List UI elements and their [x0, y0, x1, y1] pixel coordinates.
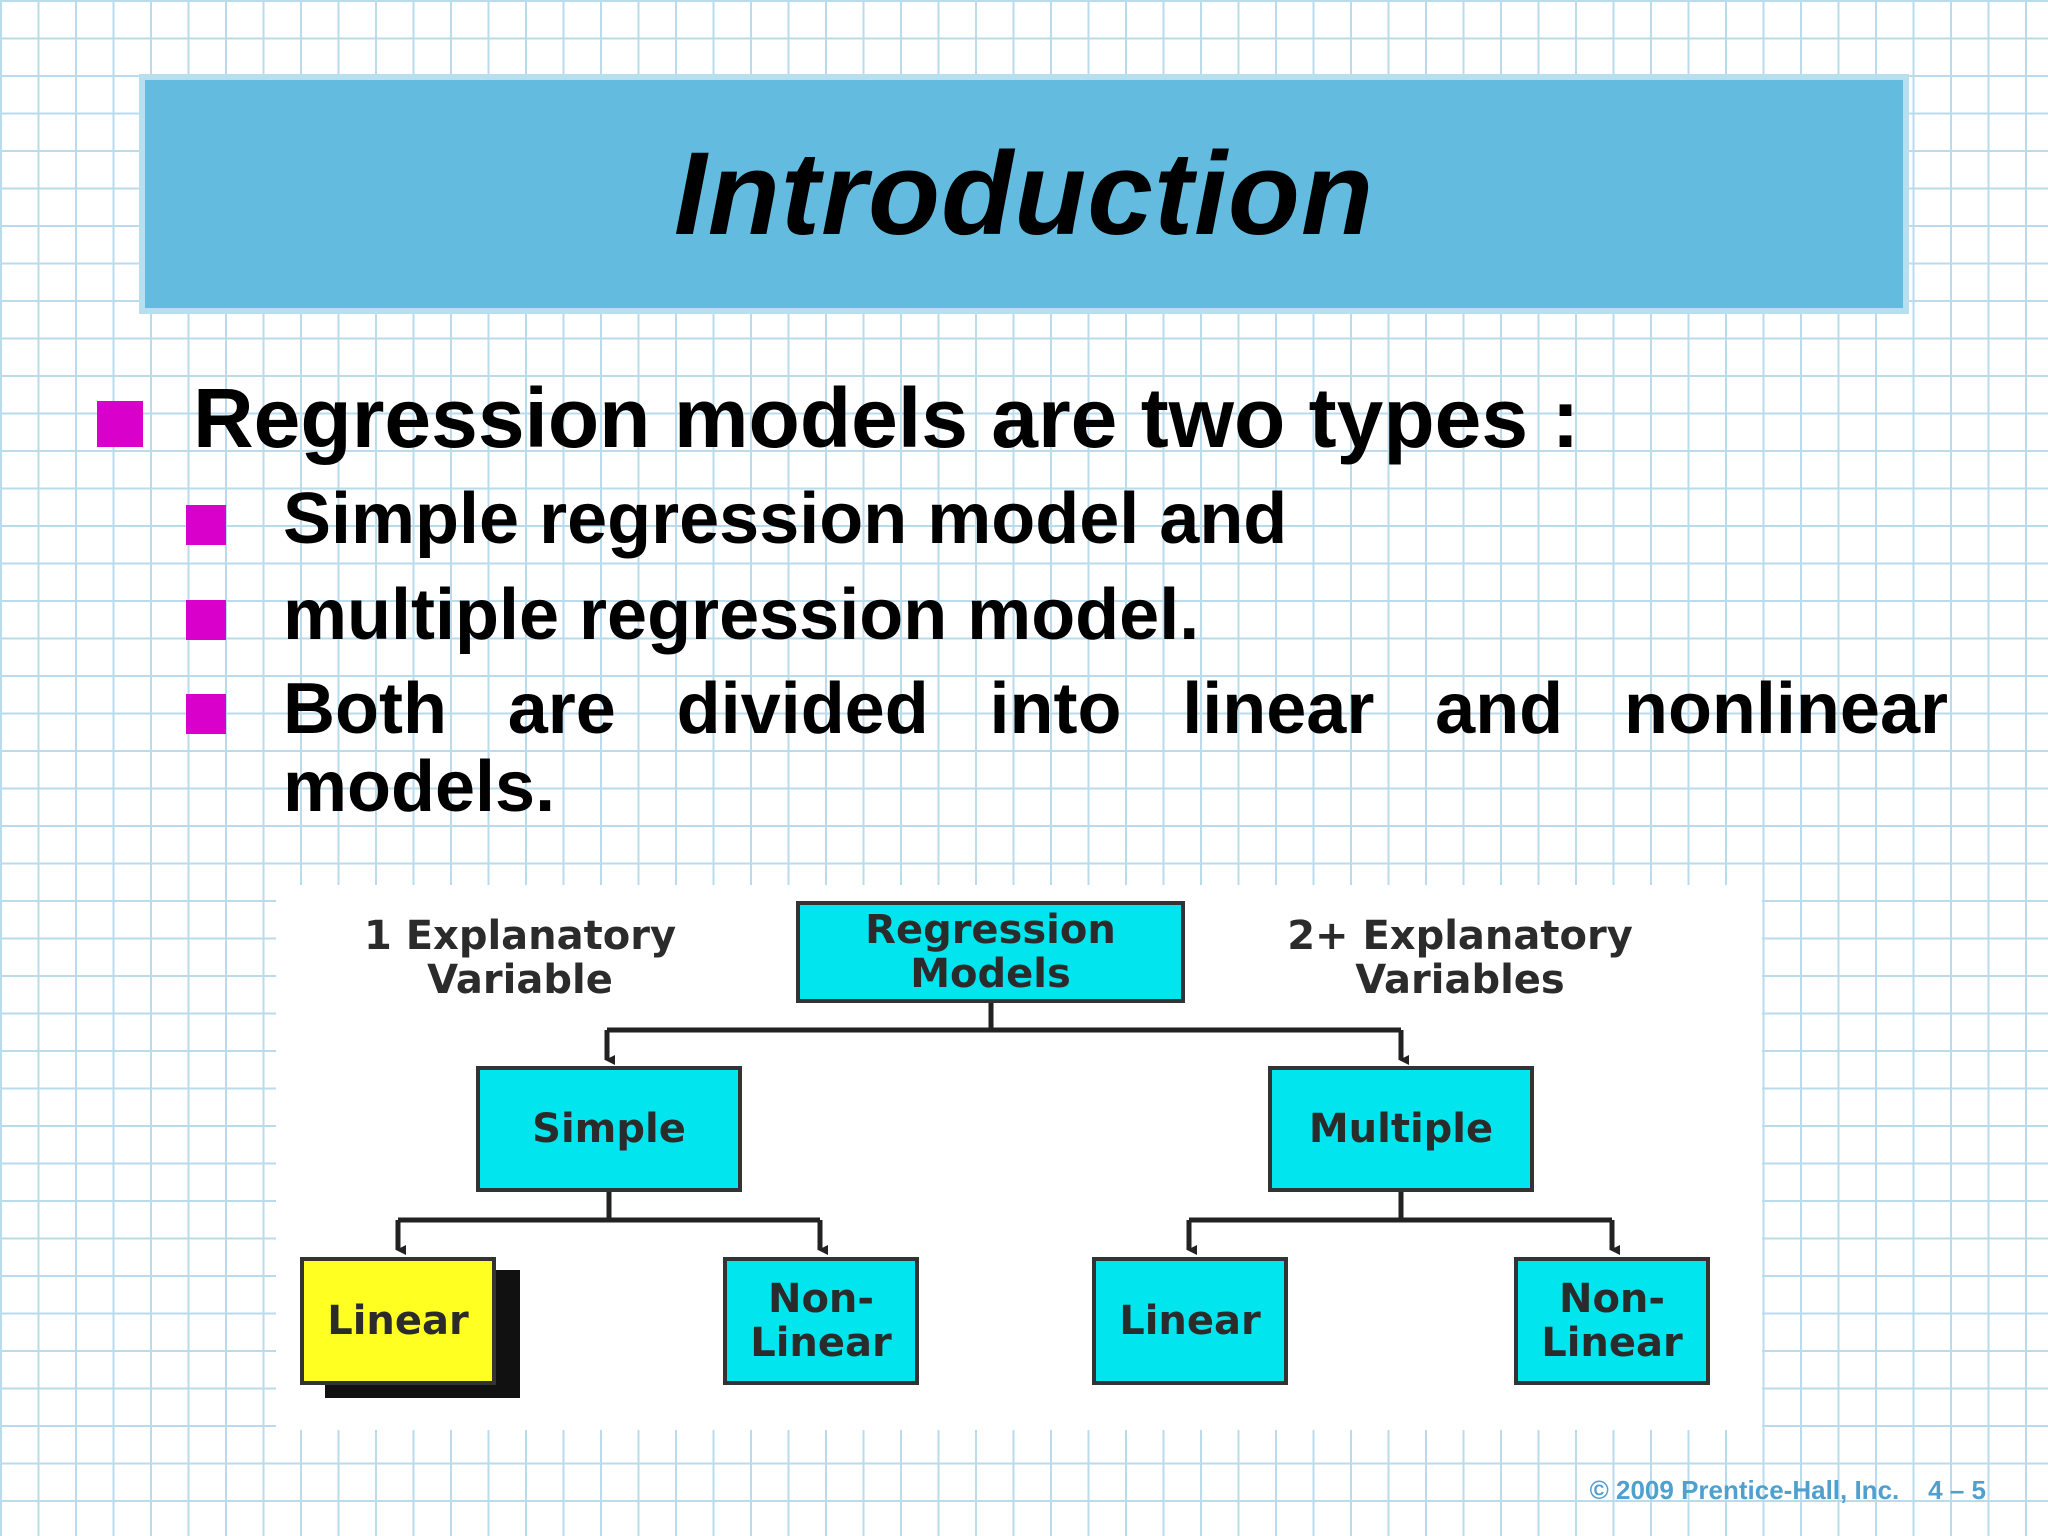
bullet-marker	[186, 694, 226, 734]
main-bullet-text: Regression models are two types :	[193, 371, 1580, 465]
sub-bullet-1: Simple regression model and	[283, 479, 1288, 559]
slide-title: Introduction	[673, 128, 1375, 260]
node-multiple-nonlinear: Non-Linear	[1514, 1257, 1710, 1385]
bullet-marker	[97, 401, 143, 447]
node-simple: Simple	[476, 1066, 742, 1192]
sub-bullet-3: Both are divided into linear and nonline…	[283, 669, 1948, 827]
bullet-marker	[186, 505, 226, 545]
footer-page-number: 4 – 5	[1928, 1475, 1986, 1505]
bullet-marker	[186, 600, 226, 640]
left-branch-label: 1 Explanatory Variable	[363, 913, 677, 1003]
node-simple-nonlinear: Non-Linear	[723, 1257, 919, 1385]
node-simple-linear: Linear	[300, 1257, 496, 1385]
title-bar: Introduction	[139, 74, 1909, 314]
footer: © 2009 Prentice-Hall, Inc. 4 – 5	[1590, 1475, 1986, 1506]
node-multiple-linear: Linear	[1092, 1257, 1288, 1385]
node-multiple: Multiple	[1268, 1066, 1534, 1192]
sub-bullet-2: multiple regression model.	[283, 575, 1200, 655]
node-regression-models: Regression Models	[796, 901, 1185, 1003]
right-branch-label: 2+ Explanatory Variables	[1287, 913, 1633, 1003]
footer-copyright: © 2009 Prentice-Hall, Inc.	[1589, 1475, 1900, 1505]
